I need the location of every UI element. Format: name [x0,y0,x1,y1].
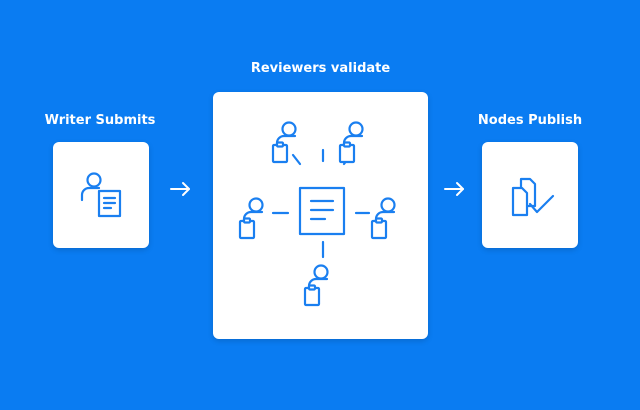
reviewer-icon-bottom [303,264,329,307]
writer-submits-label: Writer Submits [44,113,156,128]
arrow-right-icon [170,182,190,196]
user-with-document-icon [80,172,122,218]
documents-checkmark-icon [511,177,555,217]
reviewer-icon-top-right [338,121,364,164]
reviewer-icon-right [370,197,396,240]
document-icon [298,186,346,236]
reviewers-validate-label: Reviewers validate [250,61,391,76]
reviewers-network [238,121,396,307]
nodes-card [482,142,578,248]
arrow-right-icon [444,182,464,196]
writer-card [53,142,149,248]
reviewers-card [213,92,428,339]
nodes-publish-label: Nodes Publish [477,113,583,128]
reviewer-icon-top-left [271,121,297,164]
reviewer-icon-left [238,197,264,240]
